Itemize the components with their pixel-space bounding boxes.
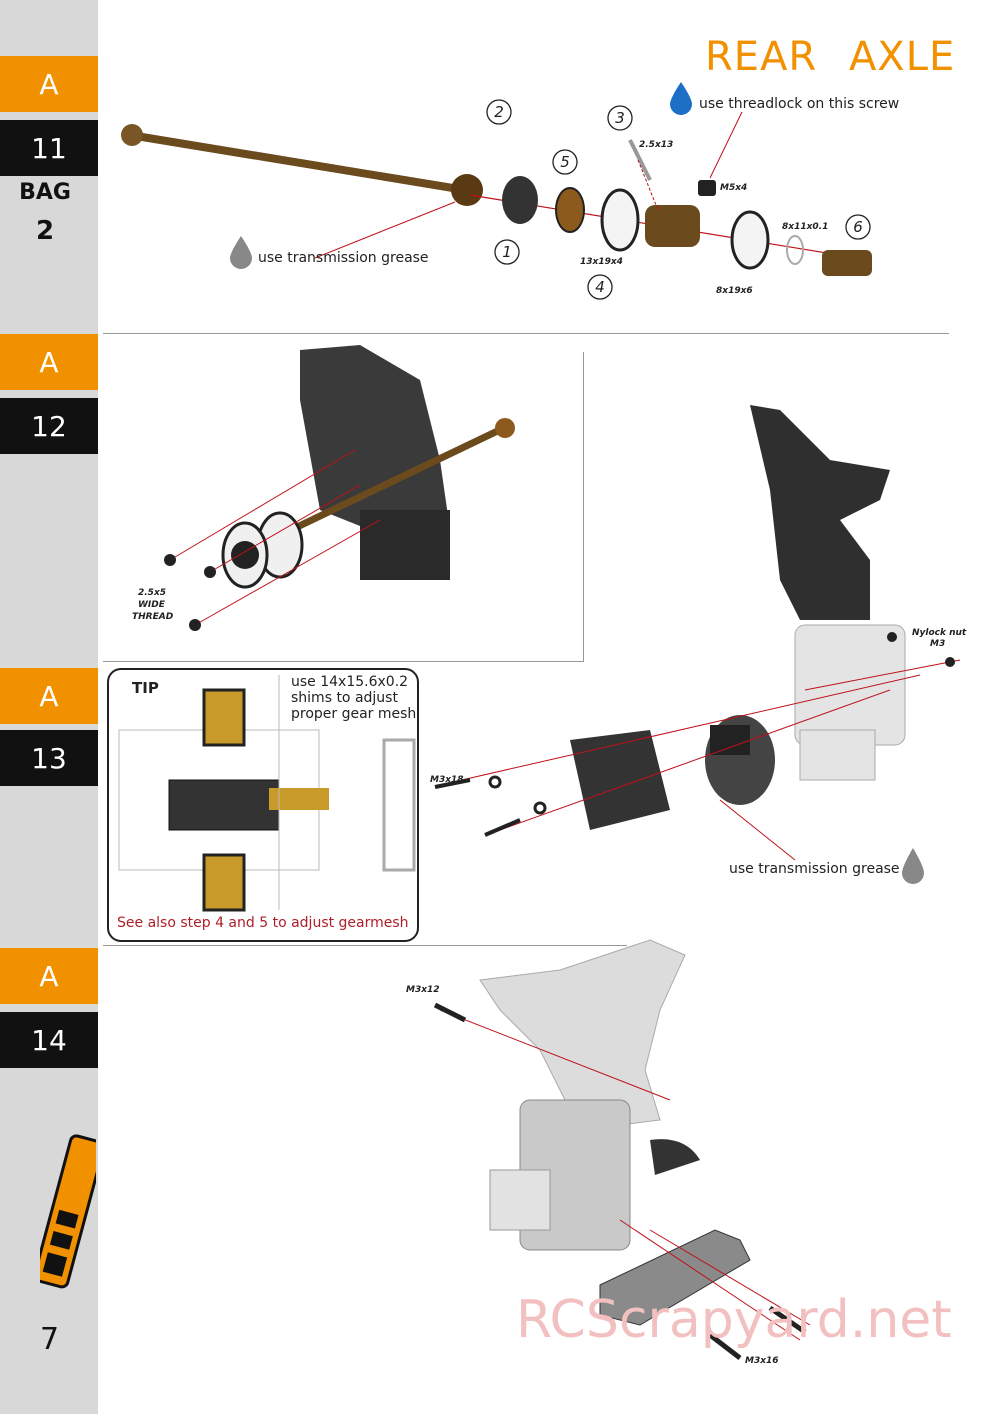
screw-label-1: 2.5x5 [138,588,167,598]
step-14-assembly-diagram [433,939,811,1360]
tip-footer: See also step 4 and 5 to adjust gearmesh [117,915,409,931]
bearing-small-size: 8x19x6 [716,286,753,296]
divider [103,661,583,662]
screw-label-3: THREAD [132,612,174,622]
callout-6: 6 [853,218,863,236]
step-12-number-tab: 12 [0,398,98,454]
step-12-gearbox-diagram [164,345,515,631]
threadlock-note: use threadlock on this screw [699,96,900,112]
m3x12-label: M3x12 [406,985,440,995]
bag-label: BAG [19,180,71,205]
step-11-axle-diagram: 1 2 3 4 5 6 [121,99,872,300]
page-number: 7 [40,1322,60,1357]
step-13-section-tab: A [0,668,98,724]
watermark: RCScrapyard.net [516,1290,952,1350]
bag-number: 2 [35,216,55,246]
bearing-large-size: 13x19x4 [580,257,623,267]
tip-box: TIP use 14x15.6x0.2 shims to adjust prop… [107,668,419,942]
nylock-label-1: Nylock nut [912,628,967,638]
nylock-label-2: M3 [930,639,946,649]
callout-5: 5 [560,153,570,171]
callout-3: 3 [615,109,625,127]
page-title: REAR AXLE [705,34,956,80]
step-13-grease-note: use transmission grease [729,861,900,877]
threadlock-drop-icon [670,82,692,115]
tip-gear-diagram [118,675,416,912]
step-13-number-tab: 13 [0,730,98,786]
step-12-section-tab: A [0,334,98,390]
tip-title: TIP [132,679,159,697]
callout-4: 4 [595,278,605,296]
brand-logo [40,1134,96,1289]
step-14-section-tab: A [0,948,98,1004]
grease-drop-icon [230,236,252,269]
m3x18-label: M3x18 [430,775,464,785]
callout-2: 2 [494,103,504,121]
screw-size: M5x4 [720,183,748,193]
step-11-number-tab: 11 [0,120,98,176]
step-14-number-tab: 14 [0,1012,98,1068]
divider [103,333,949,334]
step-11-section-tab: A [0,56,98,112]
step-13-diff-diagram [434,405,961,861]
tip-text-line-2: shims to adjust [291,690,398,706]
tip-text-line-3: proper gear mesh [291,706,417,722]
screw-label-2: WIDE [138,600,165,610]
callout-1: 1 [502,243,512,261]
pin-size: 2.5x13 [639,140,674,150]
tip-text-line-1: use 14x15.6x0.2 [291,674,409,690]
divider [103,945,627,946]
grease-drop-icon [902,848,924,884]
divider [583,352,584,662]
m3x16-label: M3x16 [745,1356,779,1366]
shim-size: 8x11x0.1 [782,222,829,232]
step-11-grease-note: use transmission grease [258,250,429,266]
